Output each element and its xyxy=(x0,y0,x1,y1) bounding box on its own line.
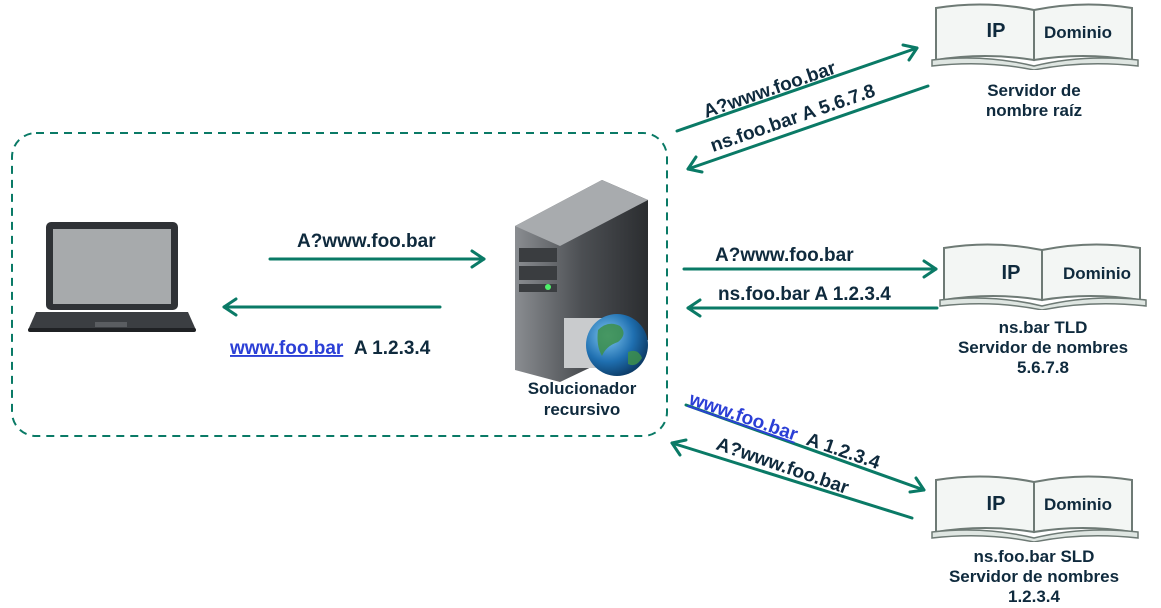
client-answer-rest: A 1.2.3.4 xyxy=(354,338,431,359)
arrow-root-response xyxy=(686,84,930,174)
sld-caption-line2: Servidor de nombres xyxy=(949,567,1119,586)
tld-ip-label: IP xyxy=(1002,262,1021,284)
tld-query-label: A?www.foo.bar xyxy=(715,245,854,266)
tld-caption-line2: Servidor de nombres xyxy=(958,338,1128,357)
resolver-caption-line2: recursivo xyxy=(544,400,621,419)
sld-caption-line1: ns.foo.bar SLD xyxy=(974,547,1095,566)
local-network-boundary xyxy=(11,132,668,437)
sld-domain-label: Dominio xyxy=(1044,495,1112,514)
sld-response-link[interactable]: www.foo.bar xyxy=(685,389,800,446)
arrow-tld-query xyxy=(682,259,938,279)
sld-caption-line3: 1.2.3.4 xyxy=(1008,587,1061,606)
root-caption-line1: Servidor de xyxy=(987,81,1081,100)
client-answer-link[interactable]: www.foo.bar xyxy=(229,338,344,359)
tld-caption-line3: 5.6.7.8 xyxy=(1017,358,1069,377)
arrow-sld-query xyxy=(684,403,926,494)
client-query-label: A?www.foo.bar xyxy=(297,231,436,252)
client-answer-label: www.foo.bar A 1.2.3.4 xyxy=(229,338,431,359)
arrow-sld-response xyxy=(670,438,914,520)
sld-ip-label: IP xyxy=(987,493,1006,515)
resolver-caption-line1: Solucionador xyxy=(528,379,637,398)
arrow-tld-response xyxy=(686,298,939,318)
root-domain-label: Dominio xyxy=(1044,23,1112,42)
root-caption-line2: nombre raíz xyxy=(986,101,1082,120)
arrow-root-query xyxy=(675,43,919,133)
root-ip-label: IP xyxy=(987,20,1006,42)
tld-domain-label: Dominio xyxy=(1063,264,1131,283)
arrow-client-query xyxy=(268,249,486,269)
tld-response-label: ns.foo.bar A 1.2.3.4 xyxy=(718,284,891,305)
arrow-client-answer xyxy=(222,297,442,317)
laptop-icon xyxy=(28,222,196,332)
tld-caption-line1: ns.bar TLD xyxy=(999,318,1088,337)
globe-icon xyxy=(586,314,648,376)
